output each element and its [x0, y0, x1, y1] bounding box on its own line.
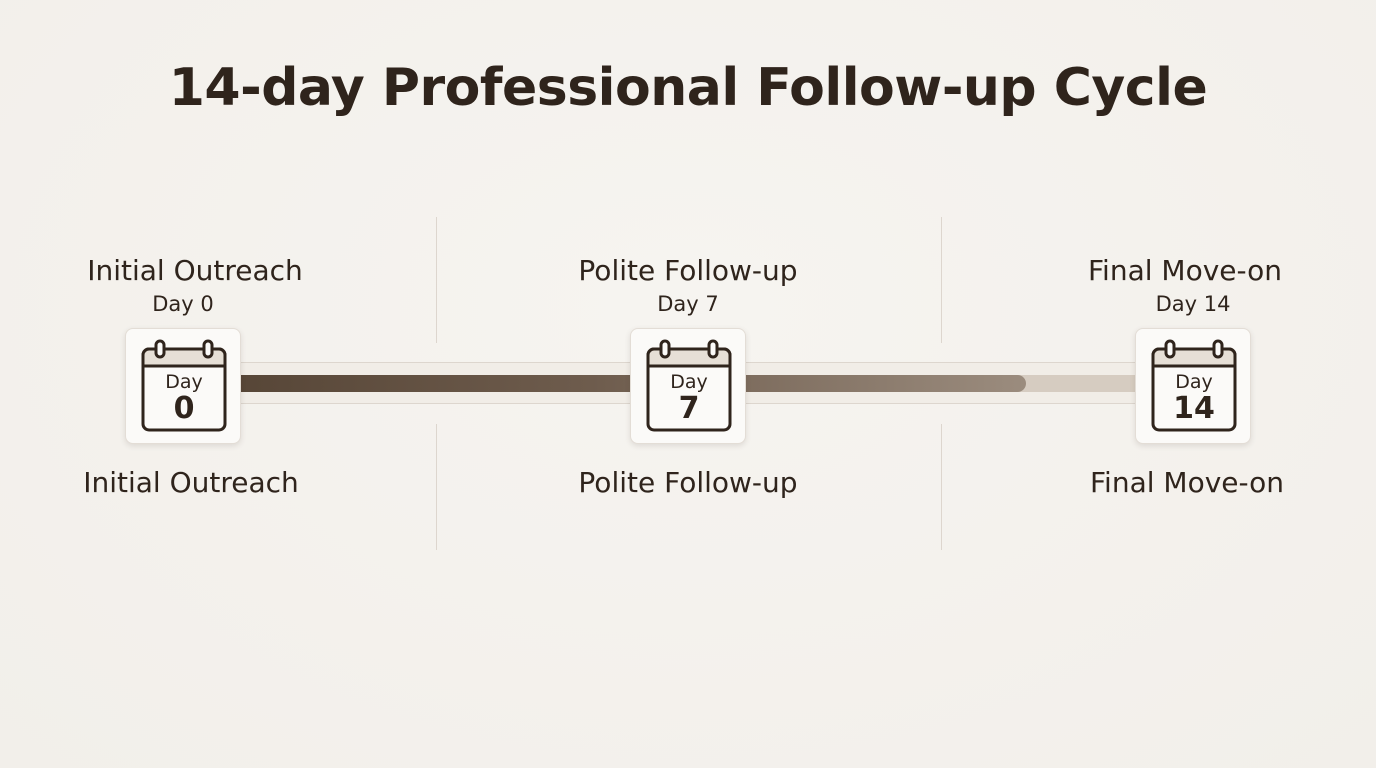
- calendar-number: 14: [1173, 391, 1215, 426]
- milestone-day-label-14: Day 14: [1155, 292, 1231, 316]
- calendar-card-day-0: Day 0: [125, 328, 241, 444]
- page-title: 14-day Professional Follow-up Cycle: [168, 58, 1208, 118]
- milestone-caption-day-7: Polite Follow-up: [578, 466, 798, 499]
- divider-2-bottom: [941, 424, 942, 550]
- calendar-icon: [1151, 339, 1237, 432]
- milestone-title-day-0: Initial Outreach: [87, 254, 303, 287]
- calendar-icon: [141, 339, 227, 432]
- milestone-caption-day-0: Initial Outreach: [83, 466, 299, 499]
- calendar-word: Day: [1175, 371, 1213, 393]
- milestone-day-label-0: Day 0: [152, 292, 214, 316]
- milestone-day-label-7: Day 7: [657, 292, 719, 316]
- calendar-card-day-7: Day 7: [630, 328, 746, 444]
- milestone-caption-day-14: Final Move-on: [1089, 466, 1285, 499]
- calendar-number: 0: [173, 391, 195, 426]
- calendar-card-day-14: Day 14: [1135, 328, 1251, 444]
- calendar-word: Day: [165, 371, 203, 393]
- divider-1-bottom: [436, 424, 437, 550]
- calendar-number: 7: [678, 391, 700, 426]
- calendar-icon: [646, 339, 732, 432]
- milestone-title-day-7: Polite Follow-up: [578, 254, 798, 287]
- divider-1-top: [436, 217, 437, 343]
- milestone-title-day-14: Final Move-on: [1087, 254, 1283, 287]
- divider-2-top: [941, 217, 942, 343]
- calendar-word: Day: [670, 371, 708, 393]
